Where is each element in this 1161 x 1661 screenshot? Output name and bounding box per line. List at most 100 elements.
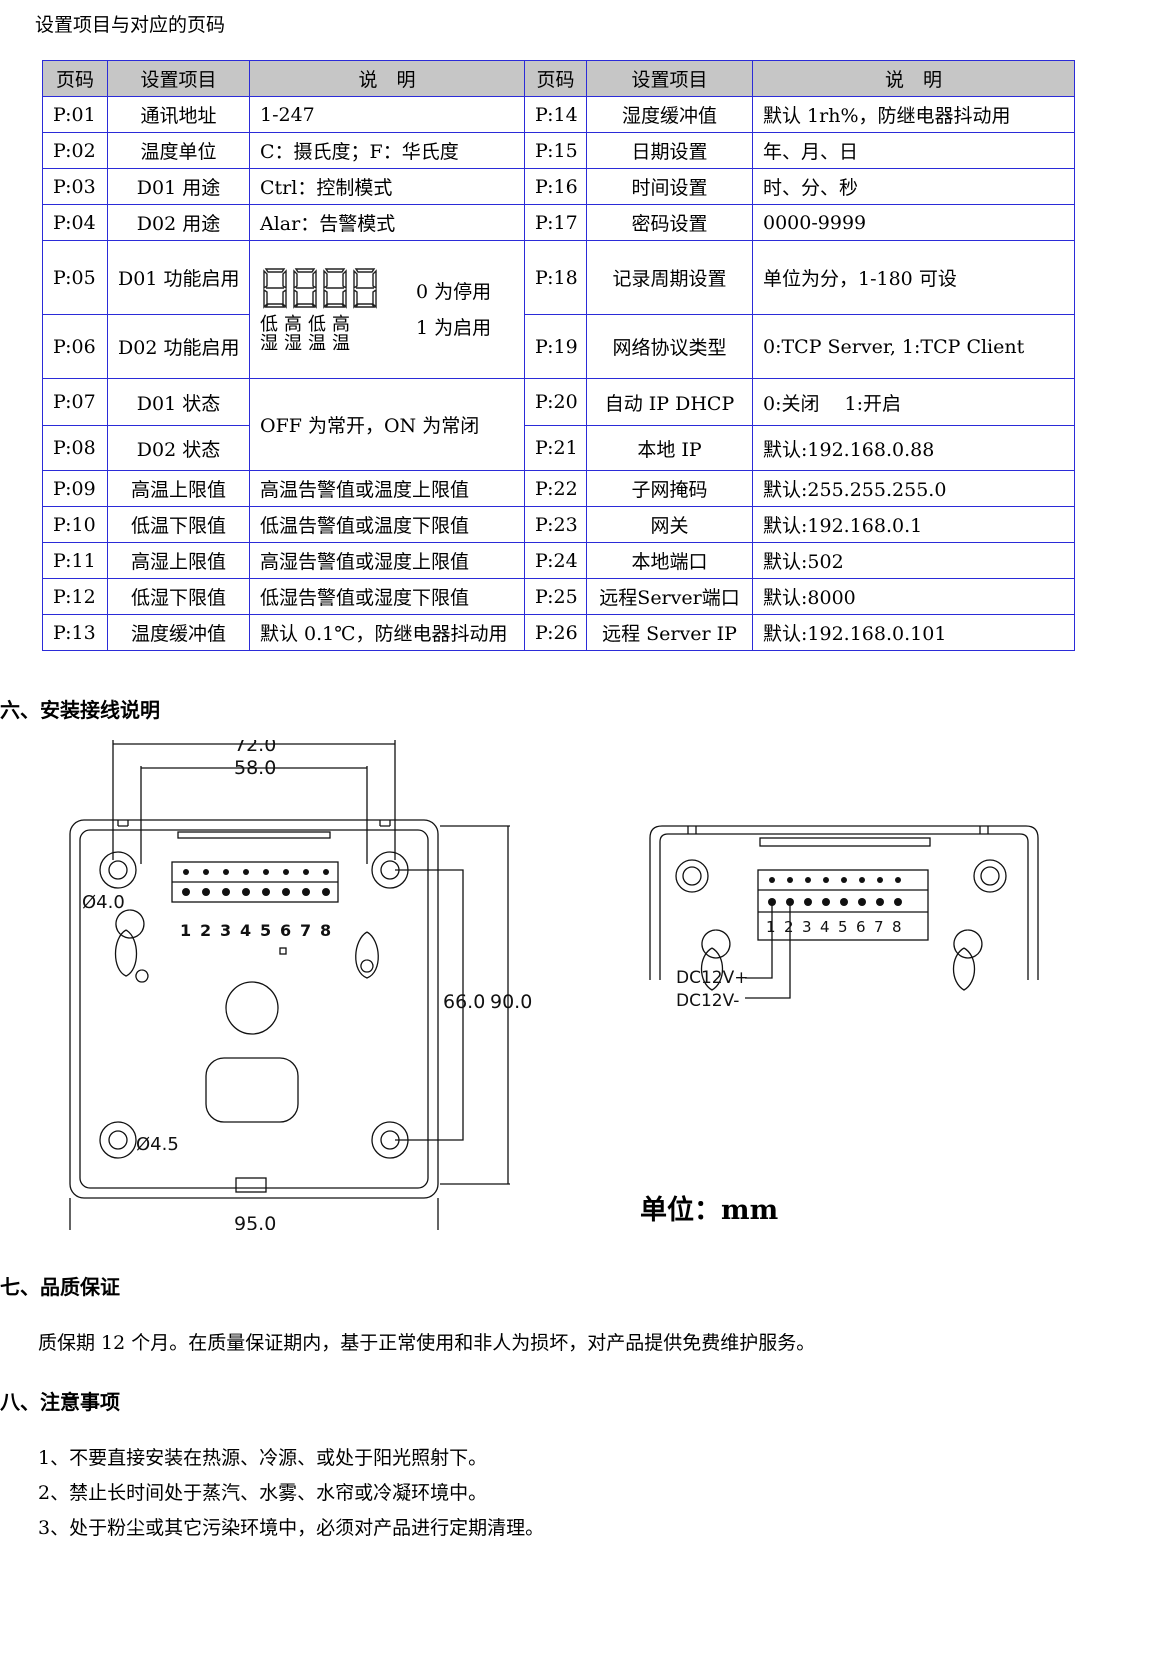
section-title-notes: 八、注意事项 bbox=[0, 1390, 120, 1414]
state-desc-cell: OFF 为常开，ON 为常闭 bbox=[249, 378, 525, 471]
terminal-number: 4 bbox=[240, 921, 251, 940]
desc-cell: 高温告警值或温度上限值 bbox=[249, 470, 525, 507]
intro-text: 设置项目与对应的页码 bbox=[35, 14, 226, 36]
item-cell: D02 功能启用 bbox=[107, 314, 250, 379]
desc-cell: 单位为分，1-180 可设 bbox=[752, 240, 1075, 315]
code-cell: P:01 bbox=[42, 96, 108, 133]
dim-90: 90.0 bbox=[490, 991, 532, 1013]
header-desc: 说 明 bbox=[249, 60, 525, 97]
table-row: P:09 高温上限值 高温告警值或温度上限值 P:22 子网掩码 默认:255.… bbox=[42, 470, 1075, 507]
desc-cell: 0:关闭 1:开启 bbox=[752, 378, 1075, 426]
code-cell: P:07 bbox=[42, 378, 108, 426]
item-cell: 温度单位 bbox=[107, 132, 250, 169]
header-item: 设置项目 bbox=[107, 60, 250, 97]
desc-cell: 默认:8000 bbox=[752, 578, 1075, 615]
item-cell: 自动 IP DHCP bbox=[586, 378, 753, 426]
item-cell: 本地端口 bbox=[586, 542, 753, 579]
table-header-row: 页码 设置项目 说 明 页码 设置项目 说 明 bbox=[42, 60, 1075, 97]
table-row: P:01 通讯地址 1-247 P:14 湿度缓冲值 默认 1rh%，防继电器抖… bbox=[42, 96, 1075, 133]
desc-cell: 默认 0.1℃，防继电器抖动用 bbox=[249, 614, 525, 651]
code-cell: P:03 bbox=[42, 168, 108, 205]
wiring-drawing: 1 2 3 4 5 6 7 8 DC12V+ DC12V- bbox=[649, 825, 1039, 1011]
code-cell: P:23 bbox=[524, 506, 587, 543]
dimension-drawing: 72.0 58.0 Ø4.0 Ø4.5 66.0 90.0 95.0 1 2 3… bbox=[69, 740, 532, 1230]
enable-desc-cell: 低高低高 湿湿温温 0 为停用 1 为启用 bbox=[249, 240, 525, 379]
header-code: 页码 bbox=[42, 60, 108, 97]
desc-cell: 默认:255.255.255.0 bbox=[752, 470, 1075, 507]
table-row: P:11 高湿上限值 高湿告警值或湿度上限值 P:24 本地端口 默认:502 bbox=[42, 542, 1075, 579]
code-cell: P:13 bbox=[42, 614, 108, 651]
code-cell: P:10 bbox=[42, 506, 108, 543]
item-cell: 子网掩码 bbox=[586, 470, 753, 507]
code-cell: P:16 bbox=[524, 168, 587, 205]
item-cell: 远程Server端口 bbox=[586, 578, 753, 615]
dim-72: 72.0 bbox=[234, 740, 276, 756]
desc-cell: C：摄氏度；F：华氏度 bbox=[249, 132, 525, 169]
desc-cell: 0000-9999 bbox=[752, 204, 1075, 241]
enable-legend: 0 为停用 1 为启用 bbox=[416, 274, 491, 346]
header-desc: 说 明 bbox=[752, 60, 1075, 97]
desc-cell: 默认:502 bbox=[752, 542, 1075, 579]
item-cell: D01 状态 bbox=[107, 378, 250, 426]
item-cell: 高湿上限值 bbox=[107, 542, 250, 579]
item-cell: 湿度缓冲值 bbox=[586, 96, 753, 133]
table-row: P:13 温度缓冲值 默认 0.1℃，防继电器抖动用 P:26 远程 Serve… bbox=[42, 614, 1075, 651]
code-cell: P:15 bbox=[524, 132, 587, 169]
code-cell: P:05 bbox=[42, 240, 108, 315]
table-row: P:04 D02 用途 Alar：告警模式 P:17 密码设置 0000-999… bbox=[42, 204, 1075, 241]
segment-labels-top: 低高低高 bbox=[260, 314, 356, 335]
segment-labels-bottom: 湿湿温温 bbox=[260, 333, 356, 354]
desc-cell: 低温告警值或温度下限值 bbox=[249, 506, 525, 543]
terminal-number: 3 bbox=[802, 918, 812, 936]
item-cell: 时间设置 bbox=[586, 168, 753, 205]
terminal-number: 2 bbox=[200, 921, 211, 940]
table-row: P:07 D01 状态 OFF 为常开，ON 为常闭 P:20 自动 IP DH… bbox=[42, 378, 1075, 471]
desc-cell: Alar：告警模式 bbox=[249, 204, 525, 241]
table-row: P:10 低温下限值 低温告警值或温度下限值 P:23 网关 默认:192.16… bbox=[42, 506, 1075, 543]
code-cell: P:18 bbox=[524, 240, 587, 315]
dim-95: 95.0 bbox=[234, 1213, 276, 1230]
desc-cell: 默认 1rh%，防继电器抖动用 bbox=[752, 96, 1075, 133]
code-cell: P:02 bbox=[42, 132, 108, 169]
item-cell: 温度缓冲值 bbox=[107, 614, 250, 651]
desc-cell: 0:TCP Server, 1:TCP Client bbox=[752, 314, 1075, 379]
terminal-number: 8 bbox=[892, 918, 902, 936]
quality-text: 质保期 12 个月。在质量保证期内，基于正常使用和非人为损坏，对产品提供免费维护… bbox=[38, 1332, 816, 1354]
desc-cell: 默认:192.168.0.88 bbox=[752, 425, 1075, 471]
segment-display: 低高低高 湿湿温温 bbox=[260, 266, 382, 353]
section-title-installation: 六、安装接线说明 bbox=[0, 698, 160, 722]
terminal-number: 7 bbox=[300, 921, 311, 940]
seven-segment-digits-icon bbox=[263, 268, 377, 309]
code-cell: P:24 bbox=[524, 542, 587, 579]
enable-legend-on: 1 为启用 bbox=[416, 316, 492, 339]
table-row: P:06 D02 功能启用 P:19 网络协议类型 0:TCP Server, … bbox=[42, 314, 1075, 379]
desc-cell: 默认:192.168.0.1 bbox=[752, 506, 1075, 543]
item-cell: 记录周期设置 bbox=[586, 240, 753, 315]
section-title-quality: 七、品质保证 bbox=[0, 1275, 120, 1299]
desc-cell: Ctrl：控制模式 bbox=[249, 168, 525, 205]
desc-cell: 时、分、秒 bbox=[752, 168, 1075, 205]
table-row: P:08 D02 状态 P:21 本地 IP 默认:192.168.0.88 bbox=[42, 425, 1075, 471]
terminal-number: 1 bbox=[180, 921, 191, 940]
terminal-number: 7 bbox=[874, 918, 884, 936]
code-cell: P:12 bbox=[42, 578, 108, 615]
table-row: P:02 温度单位 C：摄氏度；F：华氏度 P:15 日期设置 年、月、日 bbox=[42, 132, 1075, 169]
table-row: P:05 D01 功能启用 低高低高 bbox=[42, 240, 1075, 379]
header-item: 设置项目 bbox=[586, 60, 753, 97]
desc-cell: 低湿告警值或湿度下限值 bbox=[249, 578, 525, 615]
code-cell: P:09 bbox=[42, 470, 108, 507]
terminal-number: 3 bbox=[220, 921, 231, 940]
item-cell: D02 用途 bbox=[107, 204, 250, 241]
item-cell: 本地 IP bbox=[586, 425, 753, 471]
dim-58: 58.0 bbox=[234, 757, 276, 779]
terminal-number: 6 bbox=[856, 918, 866, 936]
item-cell: 低温下限值 bbox=[107, 506, 250, 543]
terminal-number: 4 bbox=[820, 918, 830, 936]
item-cell: D01 用途 bbox=[107, 168, 250, 205]
item-cell: 密码设置 bbox=[586, 204, 753, 241]
desc-cell: 1-247 bbox=[249, 96, 525, 133]
code-cell: P:04 bbox=[42, 204, 108, 241]
dim-d40: Ø4.0 bbox=[82, 892, 125, 913]
terminal-number: 8 bbox=[320, 921, 331, 940]
terminal-number: 2 bbox=[784, 918, 794, 936]
